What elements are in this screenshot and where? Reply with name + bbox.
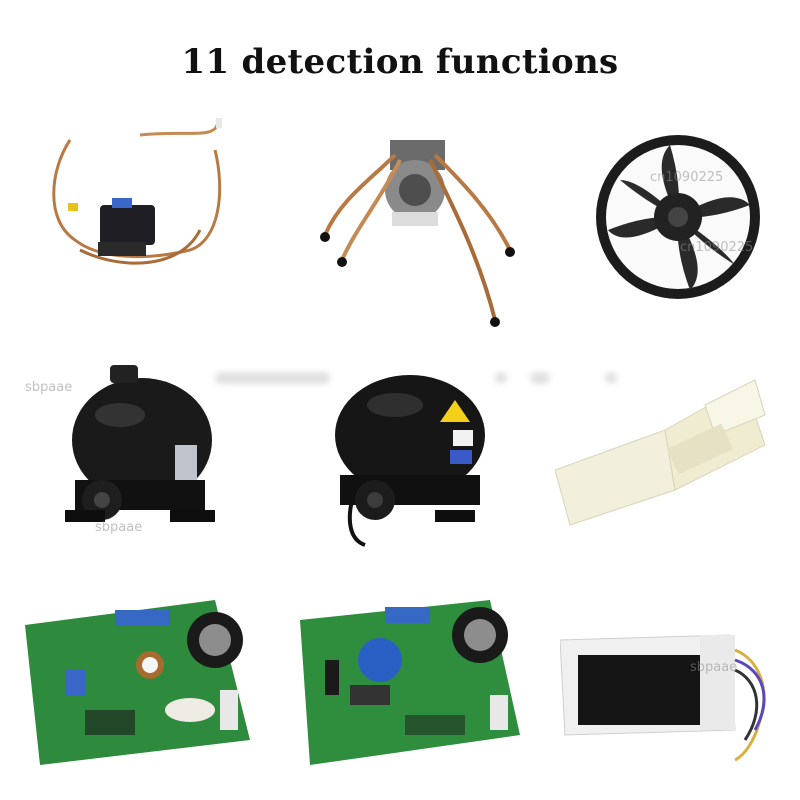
watermark: sbpaae — [690, 660, 738, 675]
watermark: cn1090225 — [650, 170, 724, 185]
fan-image: cn1090225 cn1090225 — [590, 125, 770, 310]
blurred-strip — [215, 372, 330, 384]
damper-motor-image — [310, 120, 530, 340]
control-module-image: sbpaae — [560, 630, 775, 770]
pcb-board-image-1 — [25, 580, 250, 780]
compressor-image-2 — [325, 360, 495, 550]
compressor-image-1: sbpaae — [25, 360, 220, 550]
blurred-strip — [495, 372, 507, 384]
blurred-strip — [605, 372, 617, 384]
blurred-strip — [530, 372, 550, 384]
plastic-duct-image — [555, 375, 770, 535]
watermark: cn1090225 — [680, 240, 754, 255]
copper-valve-image — [40, 110, 240, 290]
pcb-board-image-2 — [295, 585, 520, 780]
watermark: sbpaae — [25, 380, 73, 395]
page-title: 11 detection functions — [181, 42, 619, 82]
watermark: sbpaae — [95, 520, 143, 535]
